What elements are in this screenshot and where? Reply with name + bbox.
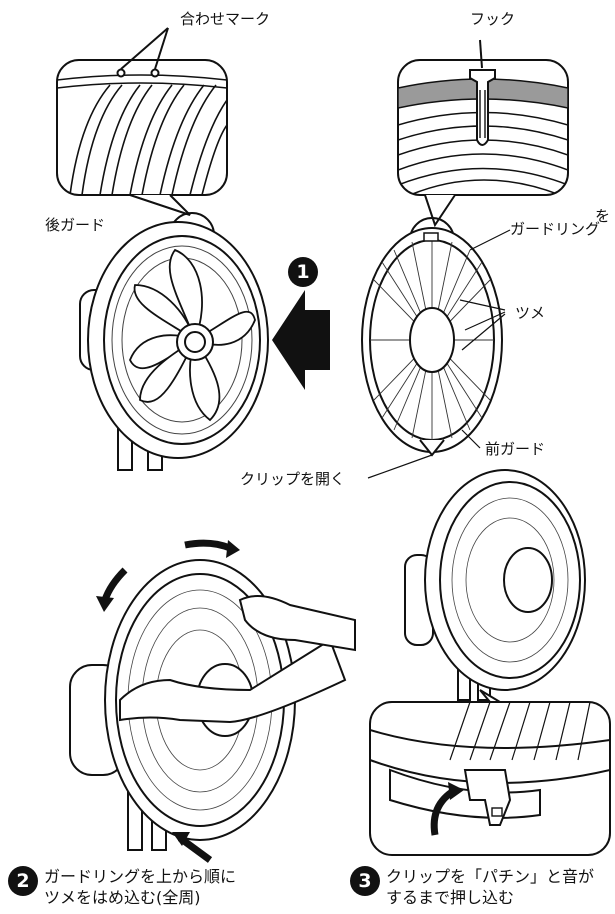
step-3-badge: 3 (350, 866, 380, 896)
step-2-badge: 2 (8, 866, 38, 896)
step2-illustration (70, 540, 355, 860)
step-3-caption-line2: するまで押し込む (386, 887, 514, 908)
alignment-mark-label: 合わせマーク (180, 10, 270, 28)
rear-guard-fan (80, 222, 268, 470)
step-1-badge: 1 (288, 257, 318, 287)
clip-zoom-bubble (370, 690, 610, 855)
step-3-caption-line1: クリップを「パチン」と音が (386, 866, 594, 887)
guard-ring-label: ガードリング (510, 220, 600, 238)
hook-label: フック (470, 10, 515, 28)
step-2-caption-line1: ガードリングを上から順に (44, 866, 236, 887)
open-clip-label: クリップを開く (240, 470, 345, 488)
step-2-caption-line2: ツメをはめ込む(全周) (44, 887, 201, 908)
claws-label: ツメ (515, 304, 545, 322)
step3-fan (405, 470, 585, 700)
front-guard-label: 前ガード (485, 440, 545, 458)
rear-guard-label: 後ガード (45, 216, 105, 234)
step1-arrow (272, 290, 330, 390)
